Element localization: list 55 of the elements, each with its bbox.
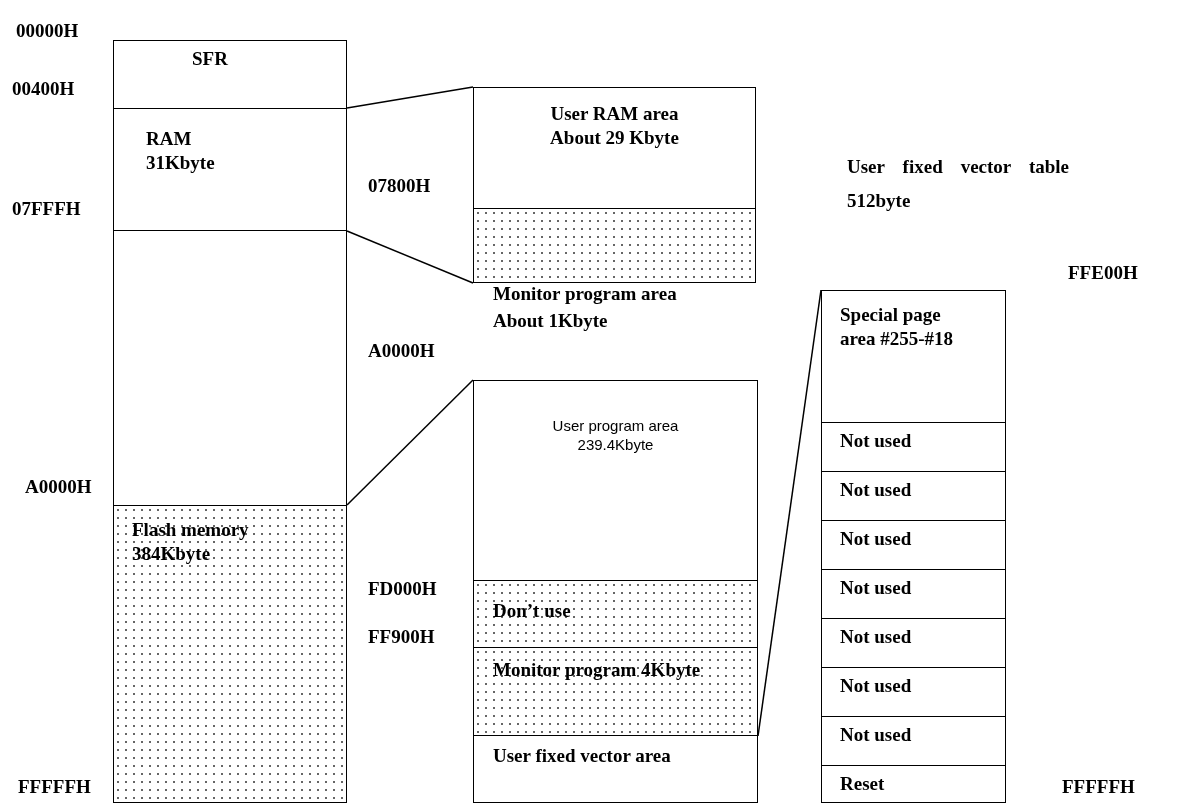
segment-label: About 29 Kbyte	[550, 125, 679, 150]
segment-label: Not used	[840, 429, 912, 453]
segment-label: 31Kbyte	[146, 150, 215, 175]
segment-label: RAM	[146, 127, 192, 151]
memory-segment	[821, 290, 1006, 423]
address-label: 07FFFH	[12, 198, 81, 221]
segment-caption: Monitor program area	[493, 282, 678, 306]
memory-segment	[821, 569, 1006, 619]
segment-label: User program area	[552, 417, 679, 436]
memory-segment	[821, 667, 1006, 717]
segment-label: Monitor program 4Kbyte	[493, 658, 702, 682]
segment-label: Not used	[840, 576, 912, 600]
memory-segment	[473, 735, 758, 803]
segment-label: User RAM area	[550, 102, 679, 126]
dotted-memory-segment	[473, 647, 758, 736]
dotted-memory-segment	[113, 505, 347, 803]
segment-label: User fixed vector area	[493, 744, 672, 768]
address-label: 00400H	[12, 78, 75, 101]
zoom-line	[346, 379, 474, 506]
segment-label: Special page area #255-#18	[840, 303, 955, 351]
segment-caption: About 1Kbyte	[493, 309, 609, 333]
segment-label: Don’t use	[493, 599, 571, 623]
address-label: FFFFFH	[18, 776, 91, 799]
address-label: A0000H	[25, 476, 92, 499]
memory-segment	[821, 471, 1006, 521]
segment-label: Not used	[840, 625, 912, 649]
address-label: FFFFFH	[1062, 776, 1135, 799]
segment-label: 384Kbyte	[132, 541, 211, 566]
memory-segment	[821, 765, 1006, 803]
segment-label: Not used	[840, 478, 912, 502]
segment-label: Reset	[840, 772, 885, 796]
segment-label: Not used	[840, 527, 912, 551]
dotted-memory-segment	[473, 580, 758, 648]
memory-segment	[821, 716, 1006, 766]
memory-segment	[821, 618, 1006, 668]
segment-label: Flash memory	[132, 518, 249, 542]
address-label: 07800H	[368, 175, 431, 198]
address-label: A0000H	[368, 340, 435, 363]
segment-label: SFR	[192, 47, 228, 71]
region-note: User fixed vector table 512byte	[847, 155, 1069, 213]
address-label: FF900H	[368, 626, 435, 649]
zoom-line	[757, 289, 822, 737]
segment-label: Not used	[840, 674, 912, 698]
dotted-memory-segment	[473, 208, 756, 283]
address-label: FD000H	[368, 578, 437, 601]
address-label: FFE00H	[1068, 262, 1138, 285]
zoom-line	[346, 230, 474, 284]
segment-label: Not used	[840, 723, 912, 747]
segment-label: 239.4Kbyte	[577, 435, 654, 455]
address-label: 00000H	[16, 20, 79, 43]
memory-segment	[821, 422, 1006, 472]
memory-segment	[113, 108, 347, 231]
memory-segment	[113, 40, 347, 109]
memory-segment	[821, 520, 1006, 570]
zoom-line	[346, 86, 474, 109]
